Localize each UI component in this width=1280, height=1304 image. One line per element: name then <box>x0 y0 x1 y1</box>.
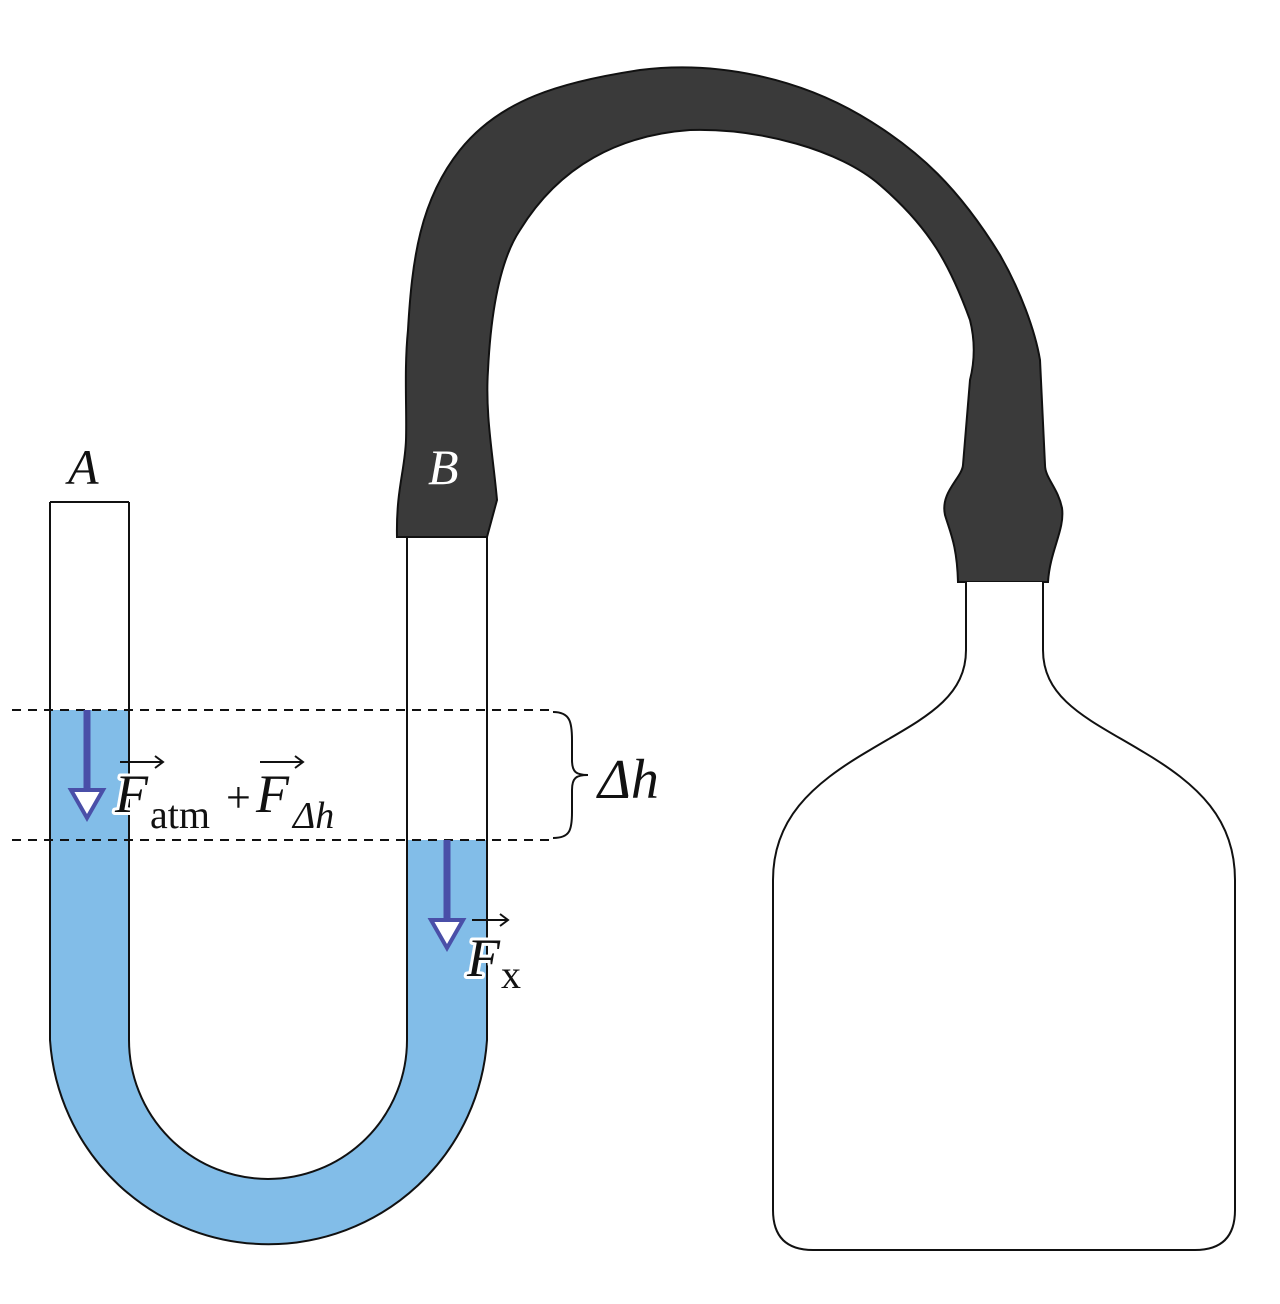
u-tube-inner-outline <box>128 502 408 1180</box>
arrow-right-down <box>427 840 467 953</box>
vector-arrow-icon <box>260 755 305 769</box>
vector-arrow-icon <box>120 755 165 769</box>
u-tube-outline <box>49 502 488 1246</box>
tube-b-label: B <box>428 439 459 495</box>
liquid-fill <box>50 710 487 1245</box>
force-dh-subscript: Δh <box>291 795 334 837</box>
force-x-symbol: F <box>466 928 501 988</box>
force-dh-symbol: F <box>255 764 290 824</box>
force-atm-symbol: F <box>114 764 149 824</box>
force-plus-sign: + <box>226 773 251 822</box>
force-left-label: F atm + F Δh <box>111 755 337 840</box>
delta-h-label: Δh <box>596 749 659 811</box>
force-x-subscript: x <box>501 952 521 997</box>
arrow-left-down <box>67 710 107 823</box>
bottle-outline <box>772 582 1236 1251</box>
force-right-label: F x <box>463 913 524 1000</box>
delta-h-brace <box>552 711 589 839</box>
force-atm-subscript: atm <box>150 792 210 837</box>
vector-arrow-icon <box>472 913 510 927</box>
rubber-hose <box>395 66 1064 583</box>
tube-a-label: A <box>65 439 99 495</box>
